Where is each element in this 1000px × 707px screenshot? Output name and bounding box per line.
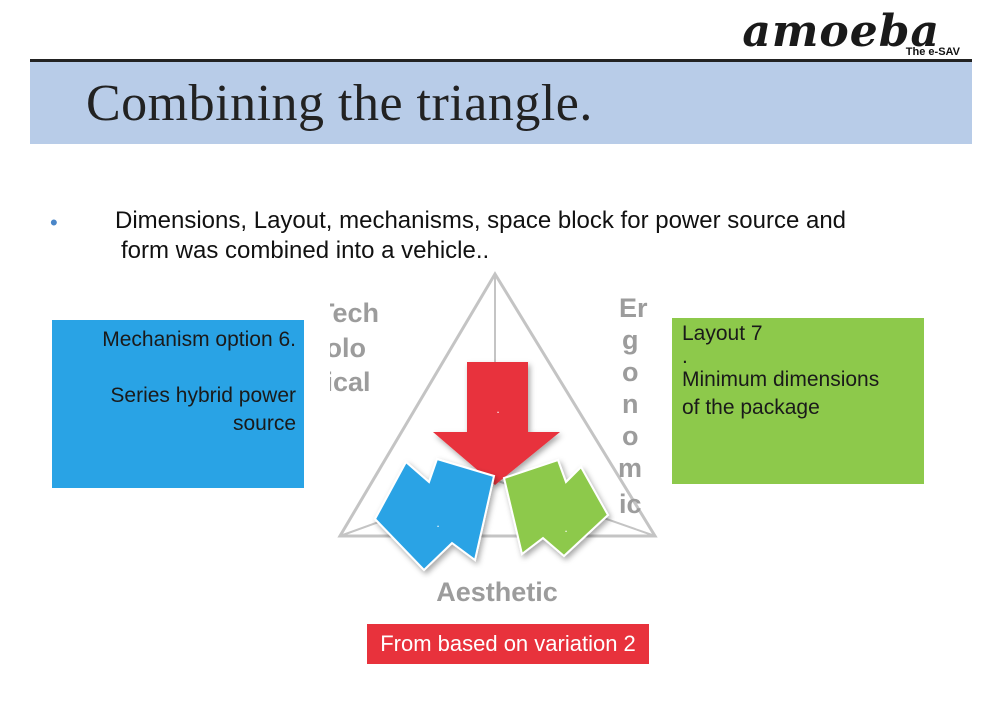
layout-line-1: Layout 7 (682, 322, 763, 345)
ergonomic-label-6: m (618, 453, 642, 483)
ergonomic-label-4: n (622, 389, 639, 419)
ergonomic-label-7: ic (619, 489, 642, 519)
red-arrow-mark: . (496, 402, 499, 416)
technological-arrow (433, 362, 560, 485)
mechanism-box: Mechanism option 6. Series hybrid power … (52, 320, 304, 488)
mechanism-line-1: Mechanism option 6. (102, 328, 296, 351)
layout-line-4: of the package (682, 396, 820, 419)
logo-wordmark: amoeba (742, 6, 940, 57)
aesthetic-label: Aesthetic (436, 577, 558, 607)
bullet-text: Dimensions, Layout, mechanisms, space bl… (115, 206, 915, 266)
ergonomic-label-1: Er (619, 293, 648, 323)
bullet-icon: • (50, 210, 58, 235)
mechanism-line-2: Series hybrid power (110, 384, 296, 407)
mechanism-line-3: source (232, 412, 296, 435)
logo-tagline: The e-SAV (905, 46, 960, 58)
ergonomic-arrow-green (502, 458, 610, 558)
title-band (30, 62, 972, 144)
layout-box: Layout 7 . Minimum dimensions of the pac… (672, 318, 924, 484)
triangle-outline (337, 271, 658, 538)
header-rule (30, 59, 972, 62)
blue-arrow-mark: . (436, 516, 439, 530)
ergonomic-label-5: o (622, 421, 639, 451)
design-triangle-diagram: . . . Tech nolo gical Er g o n o m ic Ae… (330, 271, 658, 607)
technological-label-1: Tech (330, 298, 379, 328)
technological-label-3: gical (330, 367, 371, 397)
layout-line-3: Minimum dimensions (682, 368, 880, 391)
ergonomic-label-2: g (622, 325, 639, 355)
amoeba-logo: amoeba The e-SAV (722, 10, 972, 62)
slide-title: Combining the triangle. (86, 75, 593, 132)
form-box: From based on variation 2 (367, 624, 649, 664)
aesthetic-arrow-blue (373, 457, 496, 572)
technological-label-2: nolo (330, 333, 366, 363)
ergonomic-label-3: o (622, 357, 639, 387)
bullet-line-2: form was combined into a vehicle.. (121, 237, 490, 264)
green-arrow-mark: . (564, 521, 567, 535)
layout-line-2: . (682, 345, 688, 368)
bullet-line-1: Dimensions, Layout, mechanisms, space bl… (115, 207, 847, 234)
